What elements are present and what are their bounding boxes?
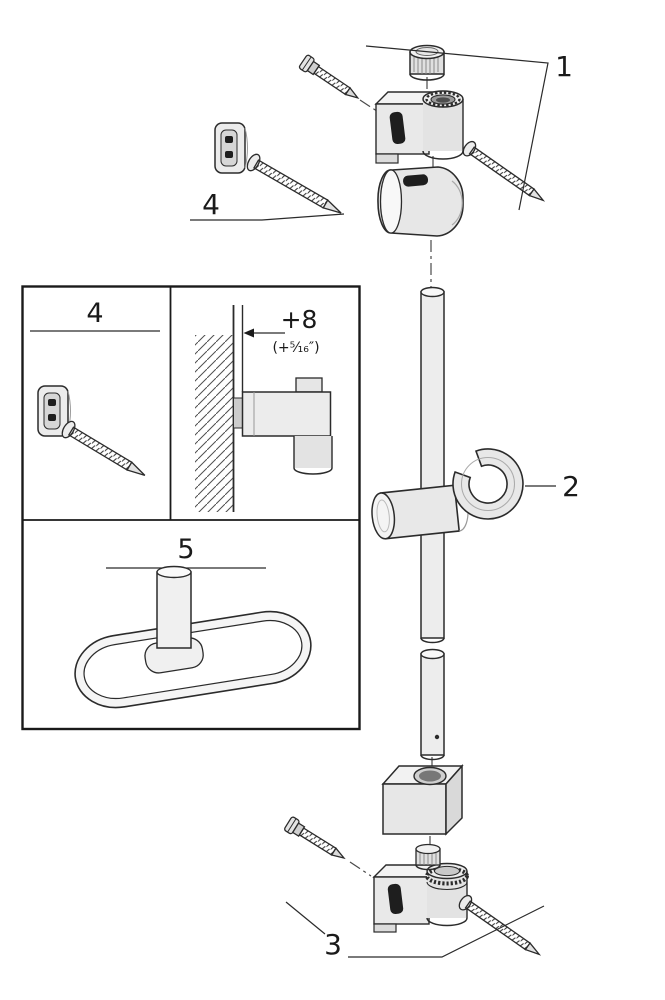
inset-panel-offset bbox=[195, 305, 333, 512]
mounting-screw-top-icon bbox=[462, 140, 546, 202]
inset-4-label: 4 bbox=[86, 298, 103, 329]
shower-rail bbox=[420, 286, 445, 761]
bracket-side-view bbox=[241, 377, 333, 475]
rail-screw-hole bbox=[434, 734, 440, 740]
handset-holder-ring bbox=[452, 448, 524, 520]
holder-ring-detail bbox=[461, 457, 515, 511]
inset-panel bbox=[21, 285, 361, 731]
bottom-bracket-assembly bbox=[284, 764, 542, 956]
glide-bracket-top bbox=[374, 90, 464, 164]
callout-3-label: 3 bbox=[324, 928, 342, 961]
inset-panel-4 bbox=[30, 330, 160, 477]
machine-screw-top-icon bbox=[298, 54, 360, 100]
lock-knob-icon bbox=[415, 843, 441, 871]
machine-screw-bottom-icon bbox=[284, 816, 346, 860]
callout-2-label: 2 bbox=[562, 470, 580, 503]
callout-3: 3 bbox=[285, 901, 545, 961]
mounting-screw-bottom-icon bbox=[458, 894, 542, 956]
inset-wood-screw-icon bbox=[61, 420, 146, 477]
inset-panel-5 bbox=[74, 565, 312, 709]
base-tube bbox=[156, 565, 192, 649]
slider-cylinder bbox=[371, 484, 469, 540]
slider-assembly bbox=[371, 448, 524, 540]
inset-wall-plug-icon bbox=[37, 385, 71, 437]
wall-hatch bbox=[195, 335, 233, 512]
rail-socket-block bbox=[381, 764, 464, 836]
wood-screw-top-icon bbox=[246, 153, 342, 214]
dimension-arrow bbox=[243, 328, 285, 338]
measurement-value: +8 bbox=[281, 305, 318, 334]
inset-5-label: 5 bbox=[177, 534, 194, 565]
callout-1-label: 1 bbox=[555, 50, 573, 83]
clamp-shell-top bbox=[377, 166, 464, 237]
wall-plug-group-top bbox=[214, 122, 342, 214]
callout-4-label: 4 bbox=[202, 188, 220, 221]
wall-plug-icon bbox=[214, 122, 248, 174]
cap-knob-icon bbox=[409, 44, 445, 81]
soap-dish-base bbox=[74, 610, 312, 709]
callout-1: 1 bbox=[365, 45, 573, 211]
measurement-imperial: (+⁵⁄₁₆″) bbox=[272, 340, 319, 356]
callout-4-top: 4 bbox=[190, 188, 345, 221]
inset-labels: 4 5 +8 (+⁵⁄₁₆″) bbox=[86, 298, 319, 565]
callout-2: 2 bbox=[525, 470, 580, 503]
top-bracket-assembly bbox=[298, 44, 546, 237]
plug-spacer bbox=[233, 397, 243, 429]
glide-bracket-bottom bbox=[372, 843, 469, 933]
